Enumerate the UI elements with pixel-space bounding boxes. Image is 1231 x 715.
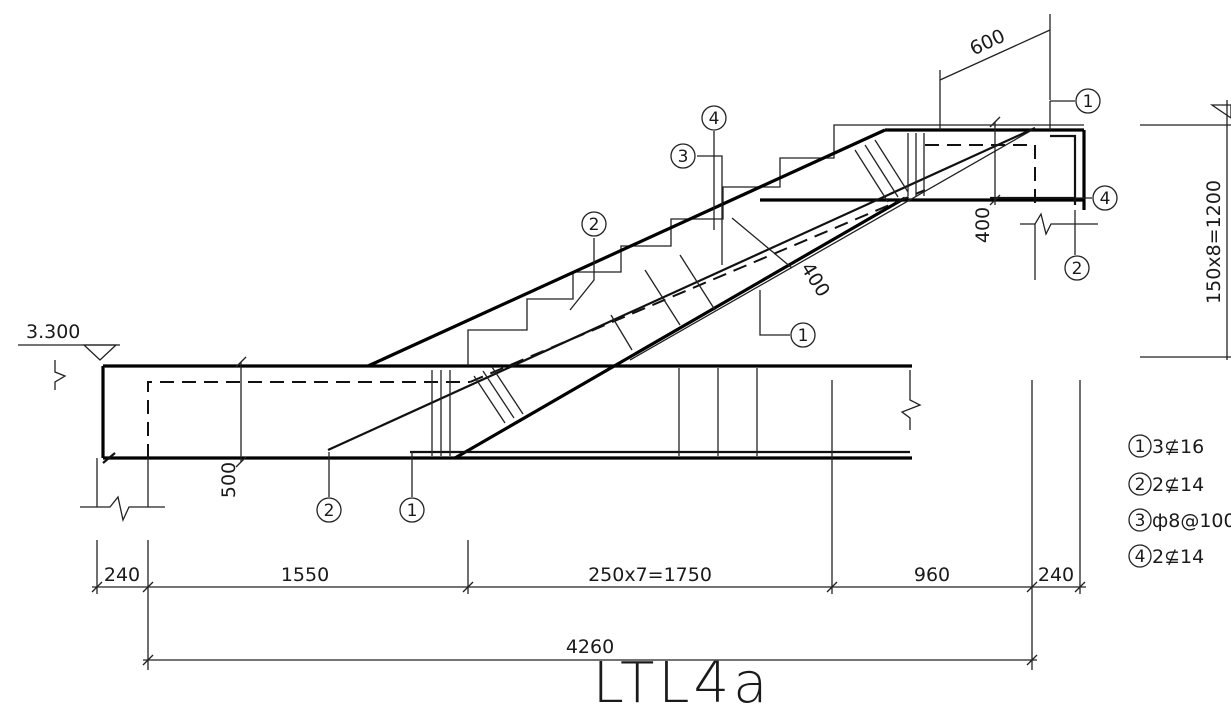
svg-text:4: 4: [1135, 547, 1146, 567]
drawing-title: LTL4a: [593, 651, 772, 715]
svg-text:4: 4: [1100, 189, 1111, 209]
svg-text:3: 3: [678, 147, 689, 167]
svg-text:3⊈16: 3⊈16: [1152, 436, 1204, 458]
rebar: [102, 126, 1077, 464]
svg-text:1: 1: [1083, 92, 1094, 112]
callout-1-flight: 1: [790, 322, 816, 348]
dim-landing-depth: 400: [972, 207, 994, 243]
dim-1750: 250x7=1750: [588, 564, 712, 586]
callout-2-landing: 2: [1064, 255, 1090, 281]
level-label: 3.300: [26, 321, 80, 343]
dim-240-right: 240: [1038, 564, 1074, 586]
callout-2-flight: 2: [581, 211, 607, 237]
svg-text:1: 1: [1135, 437, 1146, 457]
concrete-outline: [101, 124, 1086, 460]
legend-item-3: 3 ф8@100: [1128, 508, 1231, 532]
dimension-lines: [91, 14, 1231, 670]
legend-item-1: 1 3⊈16: [1128, 434, 1204, 458]
callout-1-top: 1: [1075, 88, 1101, 114]
legend-item-4: 4 2⊈14: [1128, 544, 1204, 568]
svg-text:1: 1: [407, 501, 418, 521]
dim-slab-thickness: 400: [796, 259, 834, 301]
svg-text:2: 2: [1135, 475, 1146, 495]
dim-overall: 4260: [566, 636, 614, 658]
callout-4-flight: 4: [701, 105, 727, 131]
dim-1550: 1550: [281, 564, 329, 586]
svg-text:2⊈14: 2⊈14: [1152, 546, 1204, 568]
dim-height: 150x8=1200: [1203, 180, 1225, 304]
legend-item-2: 2 2⊈14: [1128, 472, 1204, 496]
dim-960: 960: [914, 564, 950, 586]
svg-text:ф8@100: ф8@100: [1152, 510, 1231, 532]
dim-landing-offset: 600: [966, 25, 1008, 60]
rebar-legend: 1 3⊈16 2 2⊈14 3 ф8@100 4 2⊈14: [1128, 434, 1231, 568]
svg-text:4: 4: [709, 109, 720, 129]
callout-4-landing: 4: [1092, 185, 1118, 211]
leader-lines: [328, 100, 1092, 497]
dim-slab-depth: 500: [218, 462, 240, 498]
svg-text:3: 3: [1135, 511, 1146, 531]
callout-1-bottom: 1: [399, 497, 425, 523]
callout-2-bottom: 2: [316, 497, 342, 523]
dim-240-left: 240: [104, 564, 140, 586]
svg-text:2⊈14: 2⊈14: [1152, 474, 1204, 496]
svg-text:1: 1: [798, 326, 809, 346]
break-lines: [18, 212, 1098, 523]
svg-text:2: 2: [1072, 259, 1083, 279]
svg-text:2: 2: [589, 215, 600, 235]
callout-3-flight: 3: [670, 143, 696, 169]
svg-text:2: 2: [324, 501, 335, 521]
